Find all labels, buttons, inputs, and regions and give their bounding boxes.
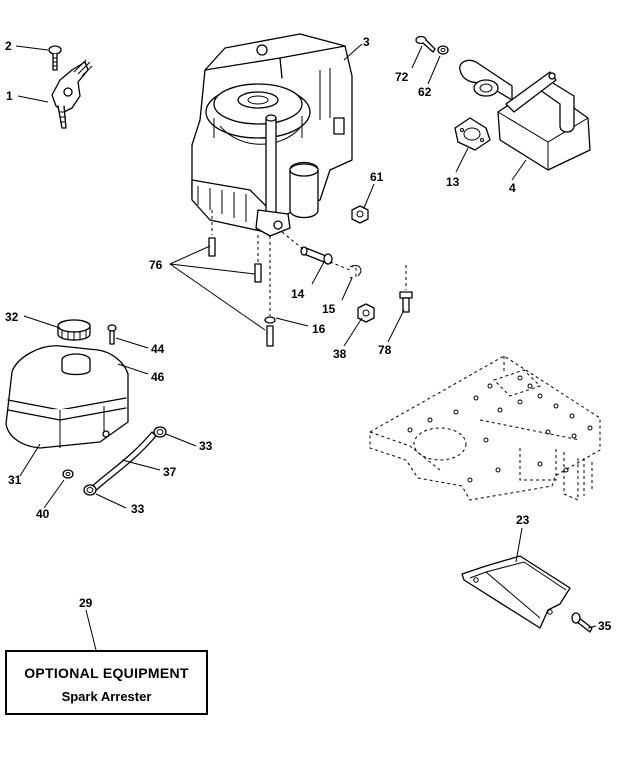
optional-equipment-box: OPTIONAL EQUIPMENT Spark Arrester (5, 650, 208, 715)
muffler-part (459, 59, 591, 171)
label-3: 3 (363, 35, 370, 49)
label-16: 16 (312, 322, 326, 336)
clamp-part-33-a (153, 426, 167, 438)
label-44: 44 (151, 342, 165, 356)
bolt-part-76-a (208, 210, 216, 257)
clamp-part-33-b (83, 484, 97, 496)
label-33-upper: 33 (199, 439, 213, 453)
nut-part-38 (357, 303, 375, 323)
bolt-part-76-c (264, 236, 276, 347)
label-33-lower: 33 (131, 502, 145, 516)
label-61: 61 (370, 170, 384, 184)
bolt-part-72 (415, 35, 436, 53)
label-14: 14 (291, 287, 305, 301)
bolt-part-78 (399, 265, 413, 313)
clamp-part-15 (349, 265, 362, 279)
label-32: 32 (5, 310, 19, 324)
fuel-filter-part-14 (300, 246, 333, 265)
leader-lines (15, 43, 597, 651)
fuel-line-dashes (281, 231, 351, 271)
label-46: 46 (151, 370, 165, 384)
label-23: 23 (516, 513, 530, 527)
screw-part-44 (107, 324, 117, 345)
screw-part-35 (571, 612, 593, 633)
bolt-part-76-b (254, 235, 262, 283)
label-29: 29 (79, 596, 93, 610)
nut-part-61 (351, 205, 369, 224)
label-13: 13 (446, 175, 460, 189)
label-1: 1 (6, 89, 13, 103)
chassis-plate (369, 355, 601, 501)
lock-washer-part-62 (437, 45, 449, 55)
spark-arrester-label: Spark Arrester (61, 689, 152, 704)
screw-part-2 (48, 45, 62, 71)
label-35: 35 (598, 619, 612, 633)
label-72: 72 (395, 70, 409, 84)
throttle-bracket-part (51, 59, 93, 129)
label-76: 76 (149, 258, 163, 272)
label-40: 40 (36, 507, 50, 521)
label-38: 38 (333, 347, 347, 361)
gasket-part-13 (454, 117, 491, 151)
label-78: 78 (378, 343, 392, 357)
label-31: 31 (8, 473, 22, 487)
optional-equipment-title: OPTIONAL EQUIPMENT (24, 665, 189, 681)
label-4: 4 (509, 181, 516, 195)
engine-part (191, 33, 353, 237)
fuel-cap-part-32 (57, 319, 91, 341)
label-15: 15 (322, 302, 336, 316)
grommet-part-40 (62, 469, 74, 479)
label-37: 37 (163, 465, 177, 479)
label-62: 62 (418, 85, 432, 99)
label-2: 2 (5, 39, 12, 53)
heat-shield-part-23 (461, 555, 571, 629)
fuel-tank-part-31 (5, 345, 129, 449)
